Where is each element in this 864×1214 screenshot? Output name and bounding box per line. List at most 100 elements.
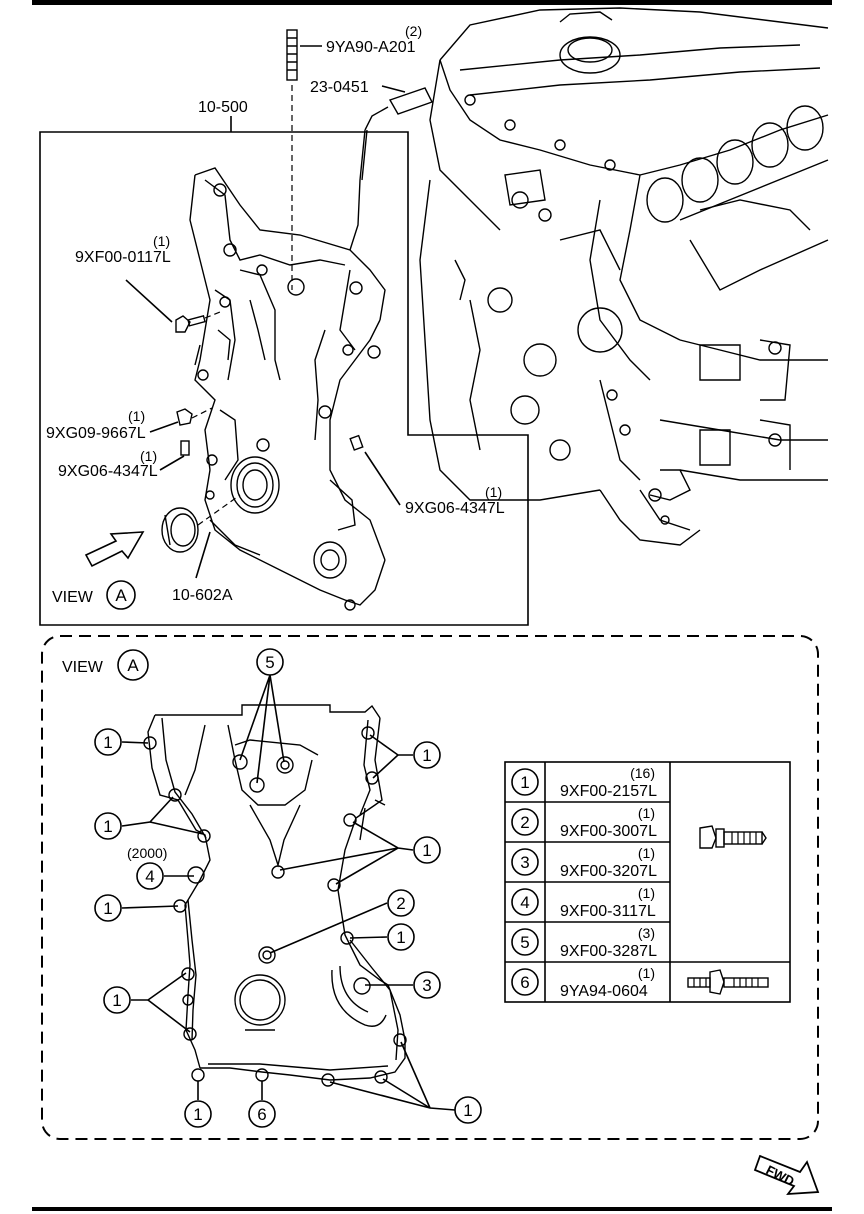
view-a-marker-6: 6 bbox=[248, 1100, 276, 1128]
svg-text:9YA94-0604: 9YA94-0604 bbox=[560, 983, 648, 1000]
leader-pin-right bbox=[364, 451, 401, 506]
part-label-10-500: 10-500 bbox=[198, 99, 248, 116]
view-a-label-upper: VIEW bbox=[52, 589, 94, 606]
view-a-marker-1-right-top: 1 bbox=[413, 741, 441, 769]
svg-text:1: 1 bbox=[103, 899, 112, 918]
qty-9xf00-0117l: (1) bbox=[153, 233, 170, 249]
svg-text:4: 4 bbox=[520, 893, 529, 912]
svg-text:(1): (1) bbox=[638, 805, 655, 821]
fastener-row-3: 3 (1) 9XF00-3207L bbox=[511, 845, 657, 880]
view-a-cover-outline bbox=[143, 704, 407, 1087]
leader-seal bbox=[195, 531, 211, 579]
view-a-arrow bbox=[84, 531, 145, 568]
svg-text:1: 1 bbox=[112, 991, 121, 1010]
svg-text:1: 1 bbox=[396, 928, 405, 947]
svg-text:4: 4 bbox=[145, 867, 154, 886]
svg-text:3: 3 bbox=[520, 853, 529, 872]
leader-bolt-0117l bbox=[125, 279, 173, 323]
svg-text:6: 6 bbox=[257, 1105, 266, 1124]
svg-text:(1): (1) bbox=[638, 885, 655, 901]
flange-bolt-icon bbox=[699, 825, 767, 849]
leader-pin-left bbox=[159, 455, 185, 471]
svg-text:(16): (16) bbox=[630, 765, 655, 781]
qty-9ya90-a201: (2) bbox=[405, 23, 422, 39]
svg-text:1: 1 bbox=[103, 817, 112, 836]
svg-text:(3): (3) bbox=[638, 925, 655, 941]
view-a-circle-upper bbox=[106, 580, 136, 610]
year-note-2000: (2000) bbox=[127, 845, 167, 861]
fastener-row-6: 6 (1) 9YA94-0604 bbox=[511, 965, 655, 1000]
stud-bolt-icon bbox=[687, 969, 769, 995]
part-label-9xg06-4347l-left: 9XG06-4347L bbox=[58, 463, 158, 480]
part-label-9xf00-0117l: 9XF00-0117L bbox=[75, 249, 171, 266]
bolt-0117l-axis bbox=[204, 311, 221, 319]
bolt-9xg09-9667l bbox=[176, 408, 193, 426]
sensor-23-0451 bbox=[349, 87, 433, 251]
view-a-marker-4: 4 bbox=[136, 862, 164, 890]
fastener-row-1: 1 (16) 9XF00-2157L bbox=[511, 765, 657, 800]
engine-block-illustration bbox=[419, 7, 829, 546]
svg-text:FWD: FWD bbox=[764, 1162, 797, 1189]
svg-text:9XF00-3207L: 9XF00-3207L bbox=[560, 863, 657, 880]
fastener-table bbox=[504, 761, 791, 1003]
view-a-letter-upper: A bbox=[115, 586, 127, 605]
svg-text:1: 1 bbox=[463, 1101, 472, 1120]
view-a-marker-1-right-lower: 1 bbox=[387, 923, 415, 951]
leader-sensor bbox=[381, 85, 406, 93]
qty-9xg09-9667l: (1) bbox=[128, 408, 145, 424]
svg-text:3: 3 bbox=[422, 976, 431, 995]
stud-9ya90-a201 bbox=[286, 29, 298, 81]
dowel-pin-right bbox=[349, 434, 364, 451]
view-a-marker-1-top-left: 1 bbox=[94, 728, 122, 756]
view-a-dashed-frame bbox=[41, 635, 819, 1140]
bolt-9xf00-0117l bbox=[175, 315, 206, 333]
fwd-indicator: FWD bbox=[753, 1154, 820, 1196]
svg-text:1: 1 bbox=[193, 1105, 202, 1124]
view-a-marker-3: 3 bbox=[413, 971, 441, 999]
view-a-marker-1-left-middle: 1 bbox=[94, 894, 122, 922]
qty-9xg06-4347l-left: (1) bbox=[140, 448, 157, 464]
top-rule bbox=[32, 0, 832, 5]
svg-text:1: 1 bbox=[103, 733, 112, 752]
part-label-9xg06-4347l-right: 9XG06-4347L bbox=[405, 500, 505, 517]
view-a-label: VIEW bbox=[62, 659, 104, 676]
part-label-10-602a: 10-602A bbox=[172, 587, 233, 604]
view-a-leaders bbox=[121, 674, 456, 1111]
svg-text:6: 6 bbox=[520, 973, 529, 992]
upper-callout-box bbox=[39, 131, 529, 626]
seal-axis bbox=[197, 494, 241, 526]
view-a-circle bbox=[117, 649, 149, 681]
svg-text:1: 1 bbox=[520, 773, 529, 792]
view-a-marker-1-bottom-right: 1 bbox=[454, 1096, 482, 1124]
svg-text:5: 5 bbox=[520, 933, 529, 952]
part-label-9xg09-9667l: 9XG09-9667L bbox=[46, 425, 146, 442]
bolt-9667l-axis bbox=[191, 407, 213, 419]
svg-text:5: 5 bbox=[265, 653, 274, 672]
svg-text:(1): (1) bbox=[638, 845, 655, 861]
part-label-23-0451: 23-0451 bbox=[310, 79, 369, 96]
svg-text:9XF00-3007L: 9XF00-3007L bbox=[560, 823, 657, 840]
view-a-marker-1-left-lower: 1 bbox=[103, 986, 131, 1014]
view-a-letter: A bbox=[127, 656, 139, 675]
svg-text:1: 1 bbox=[422, 841, 431, 860]
view-a-marker-1-left-upper: 1 bbox=[94, 812, 122, 840]
svg-text:9XF00-2157L: 9XF00-2157L bbox=[560, 783, 657, 800]
fastener-row-2: 2 (1) 9XF00-3007L bbox=[511, 805, 657, 840]
qty-9xg06-4347l-right: (1) bbox=[485, 484, 502, 500]
svg-text:9XF00-3287L: 9XF00-3287L bbox=[560, 943, 657, 960]
view-a-marker-2: 2 bbox=[387, 889, 415, 917]
fastener-row-5: 5 (3) 9XF00-3287L bbox=[511, 925, 657, 960]
part-label-9ya90-a201: 9YA90-A201 bbox=[326, 39, 416, 56]
bottom-rule bbox=[32, 1207, 832, 1211]
svg-text:(1): (1) bbox=[638, 965, 655, 981]
timing-cover-illustration bbox=[189, 167, 386, 611]
svg-text:2: 2 bbox=[520, 813, 529, 832]
fastener-row-4: 4 (1) 9XF00-3117L bbox=[511, 885, 656, 920]
svg-text:9XF00-3117L: 9XF00-3117L bbox=[560, 903, 656, 920]
view-a-marker-5: 5 bbox=[256, 648, 284, 676]
view-a-marker-1-bottom: 1 bbox=[184, 1100, 212, 1128]
dowel-pin-left bbox=[180, 440, 190, 456]
svg-text:2: 2 bbox=[396, 894, 405, 913]
view-a-marker-1-right-middle: 1 bbox=[413, 836, 441, 864]
